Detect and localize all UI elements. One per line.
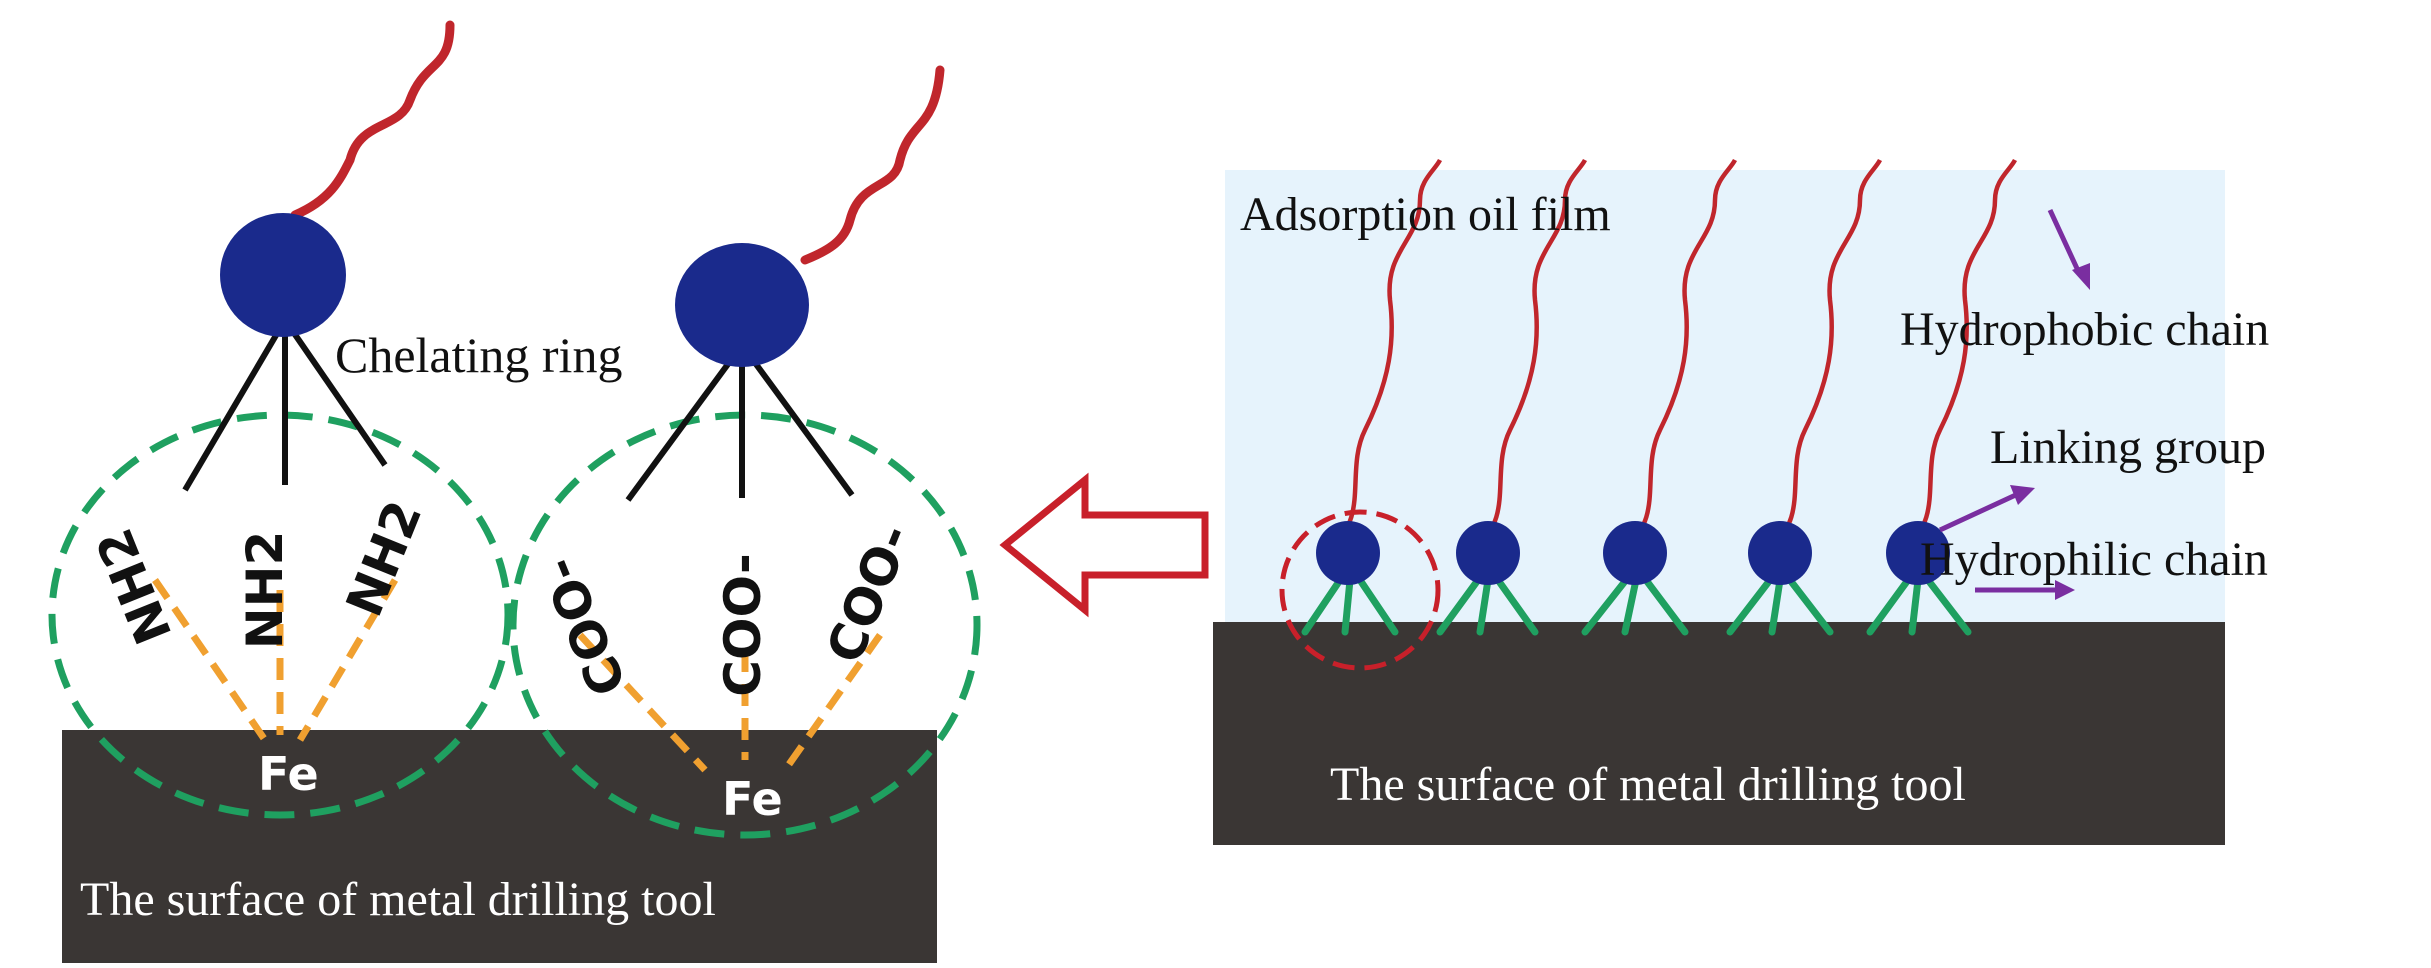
right-linking-legs — [1301, 576, 1972, 636]
highlight-circle — [1279, 509, 1441, 671]
linking-group-label: Linking group — [1990, 421, 2266, 474]
right-metal-surface — [1213, 622, 2225, 845]
fe-label-1: Fe — [258, 747, 319, 801]
adsorption-oil-film — [1225, 170, 2225, 630]
right-heads — [1316, 521, 1950, 585]
left-head-carboxylate — [675, 243, 809, 367]
carboxylate-group-3: COO- — [815, 516, 922, 671]
left-surface-label: The surface of metal drilling tool — [80, 873, 716, 926]
amine-group-2: NH2 — [236, 531, 294, 649]
amine-group-1: NH2 — [85, 521, 183, 653]
transition-arrow — [999, 472, 1209, 618]
carboxylate-group-2: COO- — [714, 553, 772, 696]
right-surface-label: The surface of metal drilling tool — [1330, 758, 1966, 811]
left-tail-1 — [290, 20, 455, 220]
hydrophobic-chain-label: Hydrophobic chain — [1900, 303, 2269, 356]
left-head-amine — [220, 213, 346, 337]
carboxylate-group-1: COO- — [530, 549, 637, 704]
amine-bonds — [182, 318, 388, 492]
right-tails — [1328, 158, 2018, 547]
amine-group-3: NH2 — [335, 493, 433, 625]
chelating-ring-label: Chelating ring — [335, 327, 622, 383]
left-metal-surface — [62, 730, 937, 963]
adsorption-oil-film-label: Adsorption oil film — [1240, 188, 1611, 241]
carboxylate-bonds — [625, 343, 855, 502]
chelating-circle-amine — [48, 411, 512, 819]
left-tail-2 — [800, 65, 945, 265]
label-arrows — [1938, 208, 2090, 600]
hydrophilic-chain-label: Hydrophilic chain — [1920, 533, 2268, 586]
amine-coordination-bonds — [152, 578, 399, 742]
fe-label-2: Fe — [722, 772, 783, 826]
carboxylate-coordination-bonds — [577, 632, 883, 773]
